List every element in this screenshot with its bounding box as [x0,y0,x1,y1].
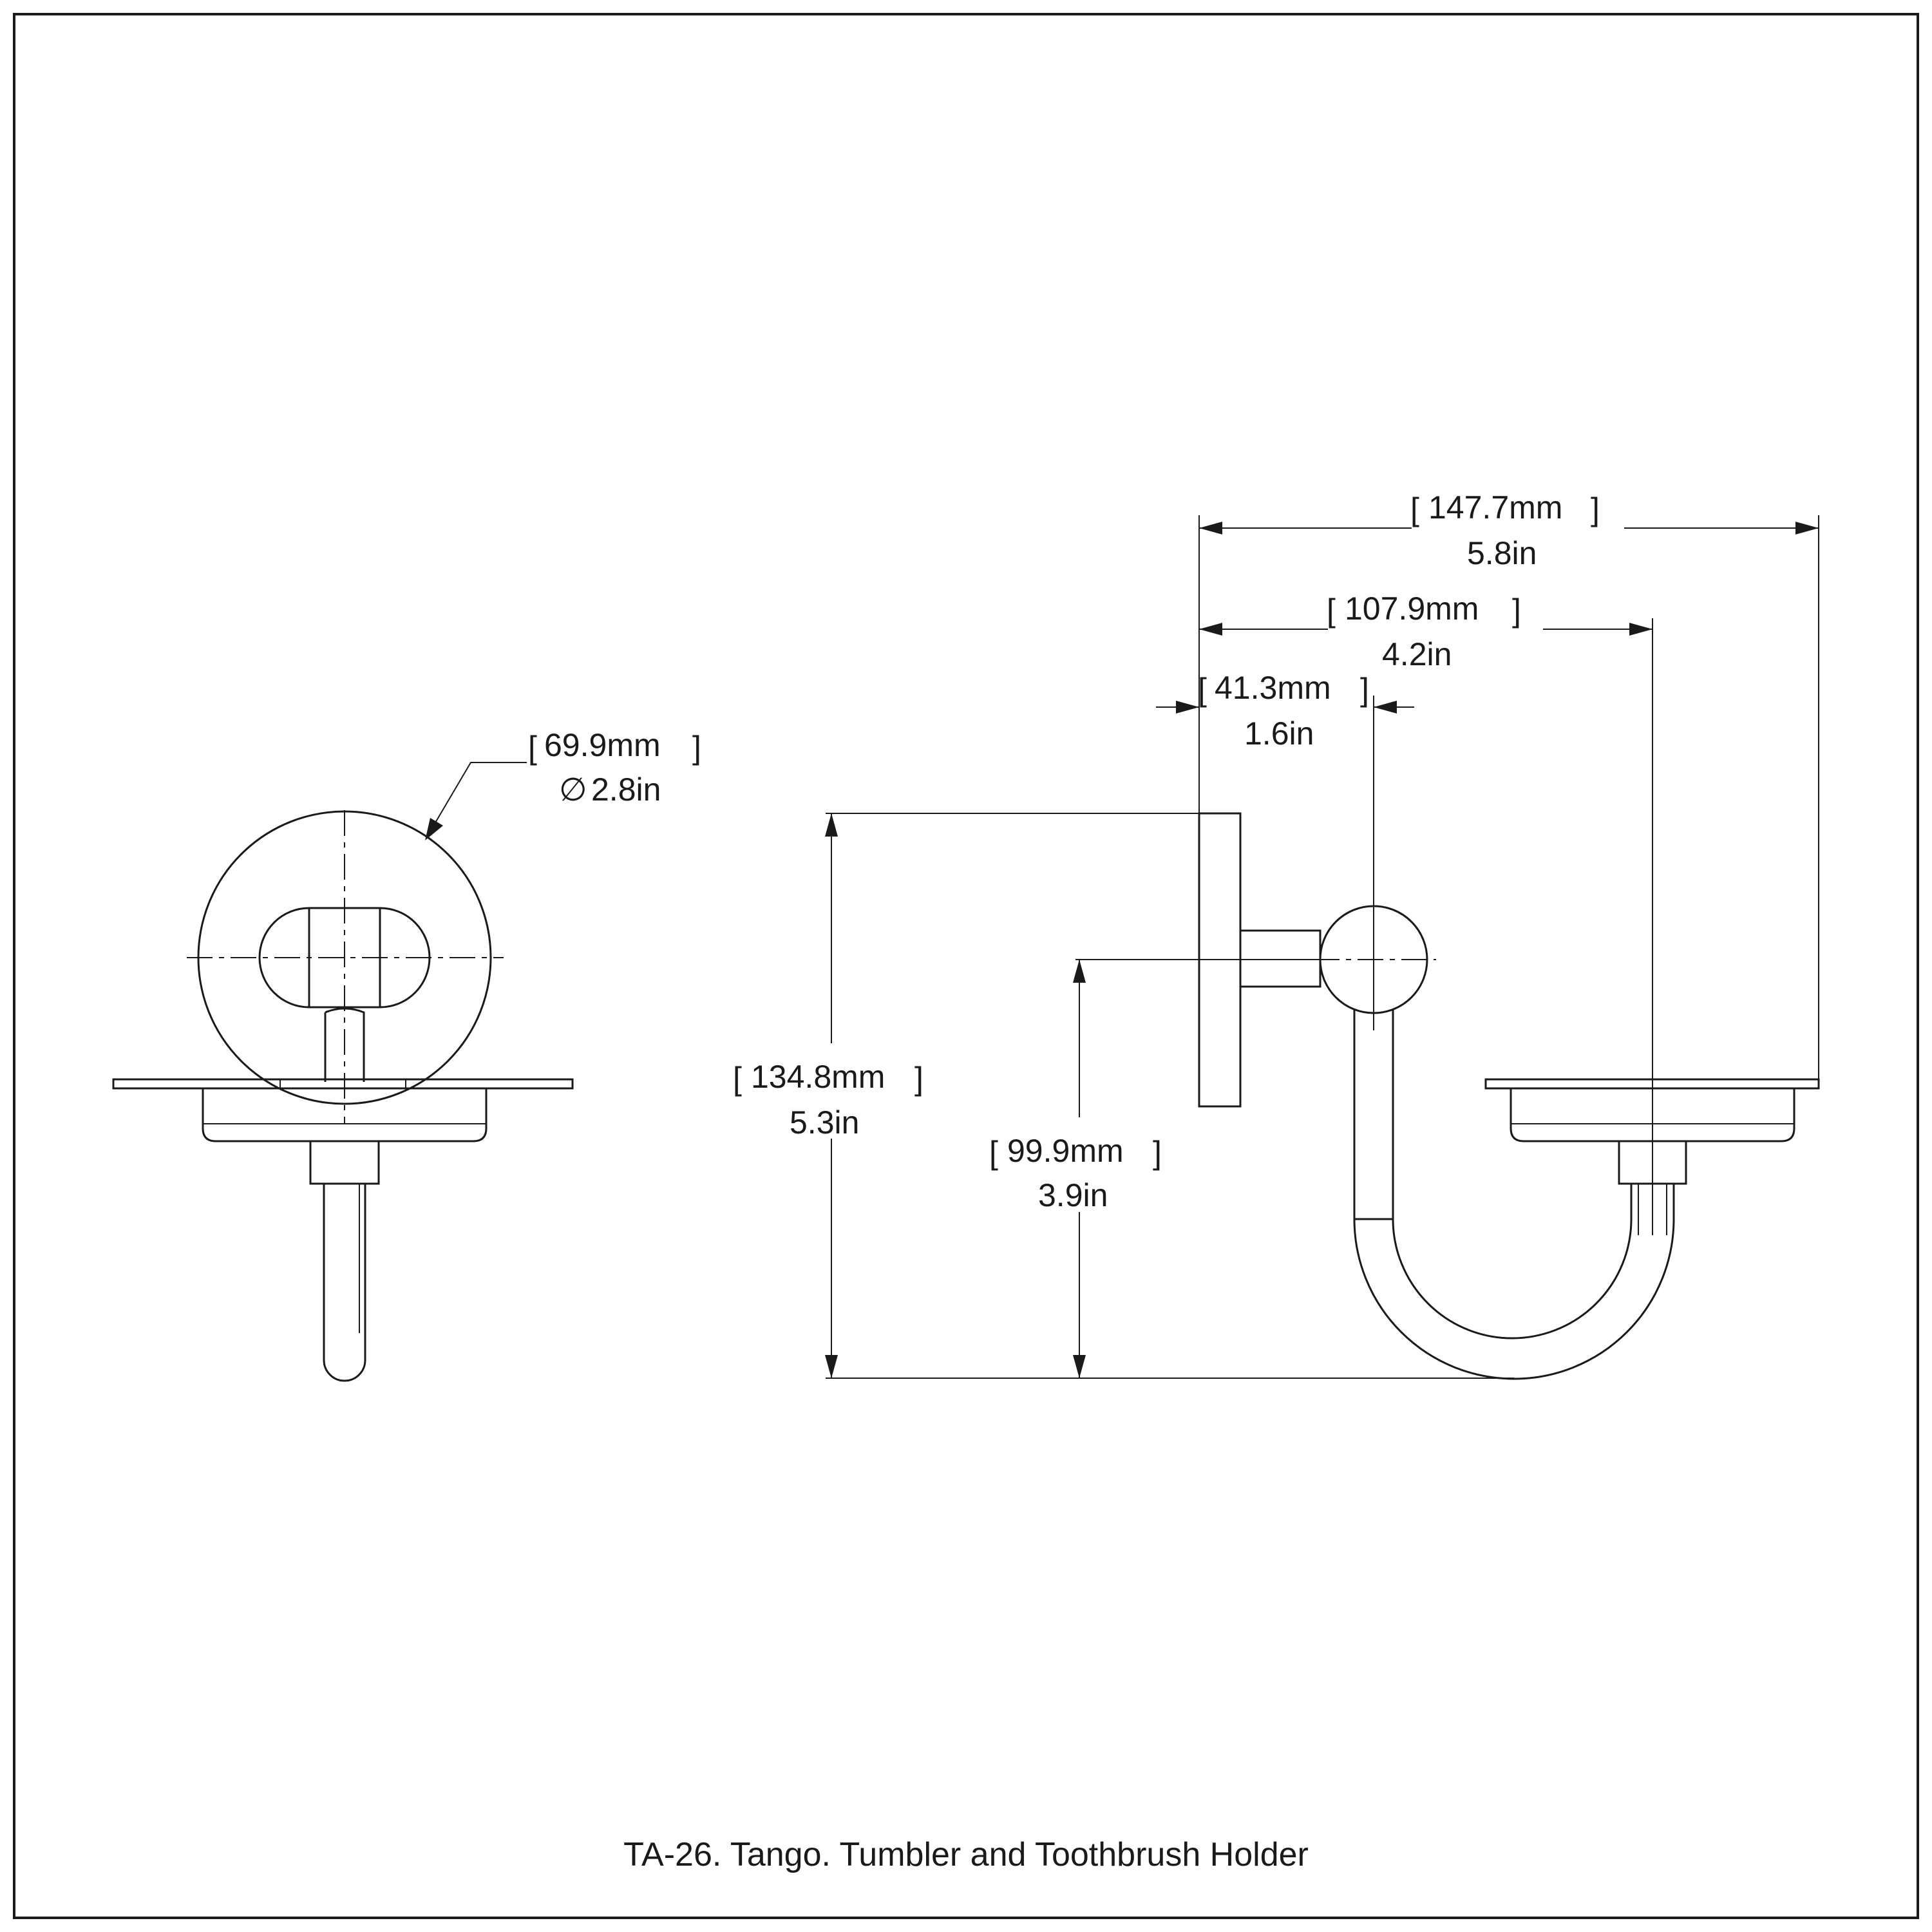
dim-bracket-right: ] [1153,1135,1162,1171]
dim-arrow-left [1176,701,1199,714]
drawing-title: TA-26. Tango. Tumbler and Toothbrush Hol… [623,1836,1309,1873]
front-tray-plate [112,1078,574,1090]
dim-arrow-right [1374,701,1397,714]
dim-bracket-right: ] [914,1061,923,1097]
dim-cup-center: [ 107.9mm ] 4.2in [1199,591,1653,672]
dim-overall-height: [ 134.8mm ] 5.3in [733,813,923,1378]
diameter-leader-arrow [425,818,443,840]
dim-arrow-right [1795,522,1819,535]
dim-arrow-down [825,1355,838,1378]
side-view [1198,812,1820,1380]
dim-arm-height-mm: 99.9mm [1007,1133,1124,1169]
dim-bracket-left: [ [989,1135,998,1171]
dim-bracket-right: ] [692,730,701,766]
dim-bracket-right: ] [1512,592,1521,629]
dim-cup-center-in: 4.2in [1382,636,1452,672]
dim-arm-offset-mm: 41.3mm [1215,670,1331,706]
dim-arm-height-in: 3.9in [1038,1177,1108,1213]
dim-overall-width: [ 147.7mm ] 5.8in [1199,489,1819,571]
dim-bracket-left: [ [1198,672,1207,708]
dim-overall-height-in: 5.3in [790,1104,859,1141]
side-arm [1239,929,1321,988]
side-j-hook [1353,1010,1675,1380]
dim-arm-offset: [ 41.3mm ] 1.6in [1156,670,1414,752]
dim-bracket-left: [ [1410,491,1419,527]
dim-arrow-left [1199,522,1222,535]
dim-overall-width-in: 5.8in [1467,535,1537,571]
dim-flange-mm: 69.9mm [544,727,661,763]
front-hook-stem [323,1184,366,1382]
dim-bracket-left: [ [733,1061,742,1097]
diameter-leader [428,762,527,835]
dim-flange-in: 2.8in [591,772,661,808]
dim-flange-diameter: [ 69.9mm ] ∅ 2.8in [528,727,701,808]
dim-bracket-right: ] [1360,672,1369,708]
dim-arm-height: [ 99.9mm ] 3.9in [989,960,1162,1378]
drawing-frame [13,13,1919,1919]
dim-bracket-right: ] [1591,491,1600,527]
front-view [112,762,574,1382]
diameter-symbol: ∅ [559,772,587,808]
dim-bracket-left: [ [1327,592,1336,629]
dim-arrow-up [1073,960,1086,983]
dim-arm-offset-in: 1.6in [1244,715,1314,752]
dim-arrow-left [1199,623,1222,636]
dim-overall-height-mm: 134.8mm [751,1059,885,1095]
dim-bracket-left: [ [528,730,537,766]
dim-arrow-right [1629,623,1653,636]
front-lower-post [309,1140,380,1185]
dim-cup-center-mm: 107.9mm [1345,591,1479,627]
dim-arrow-down [1073,1355,1086,1378]
dim-arrow-up [825,813,838,837]
front-neck [324,1007,365,1082]
dim-overall-width-mm: 147.7mm [1428,489,1562,526]
